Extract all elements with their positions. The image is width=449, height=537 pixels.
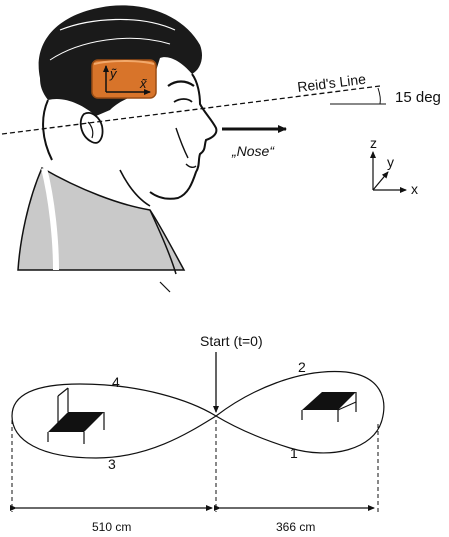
segment-label-1: 1	[290, 445, 298, 461]
angle-arc	[377, 87, 381, 105]
dimension-right-label: 366 cm	[276, 520, 315, 534]
x-axis-label: x	[411, 181, 418, 197]
start-label: Start (t=0)	[200, 333, 263, 349]
table-right	[301, 392, 357, 422]
shirt	[17, 166, 186, 271]
coordinate-axes: z y x	[370, 135, 418, 197]
table-left	[47, 387, 105, 444]
sensor-x-axis-label: x̃	[139, 76, 147, 91]
head-illustration	[17, 5, 218, 293]
reids-line-label: Reid's Line	[296, 71, 366, 95]
face-outline	[149, 73, 218, 200]
segment-label-2: 2	[298, 359, 306, 375]
angle-label: 15 deg	[395, 89, 441, 106]
sensor-y-axis-label: ỹ	[109, 66, 118, 81]
figure-eight-path	[11, 370, 385, 459]
y-axis-label: y	[387, 154, 394, 170]
dimension-left-label: 510 cm	[92, 520, 131, 534]
segment-label-4: 4	[112, 374, 120, 390]
nose-label: „Nose“	[231, 143, 275, 159]
z-axis-label: z	[370, 135, 377, 151]
segment-label-3: 3	[108, 456, 116, 472]
sensor-box: ỹ x̃	[91, 59, 157, 99]
